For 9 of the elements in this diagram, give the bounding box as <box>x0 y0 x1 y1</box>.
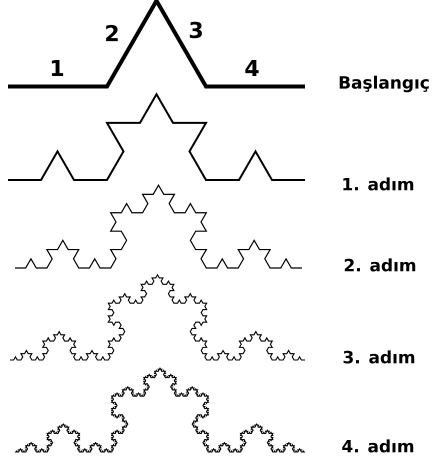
segment-number: 4 <box>245 60 259 76</box>
step-label: Başlangıç <box>340 76 429 92</box>
step-label: 3. adım <box>344 350 414 364</box>
segment-number: 3 <box>190 22 202 38</box>
segment-number: 2 <box>106 24 118 42</box>
step-label: 1. adım <box>343 177 414 191</box>
segment-number: 1 <box>52 60 64 76</box>
step-label: 4. adım <box>342 439 414 453</box>
step-label: 2. adım <box>344 258 416 272</box>
